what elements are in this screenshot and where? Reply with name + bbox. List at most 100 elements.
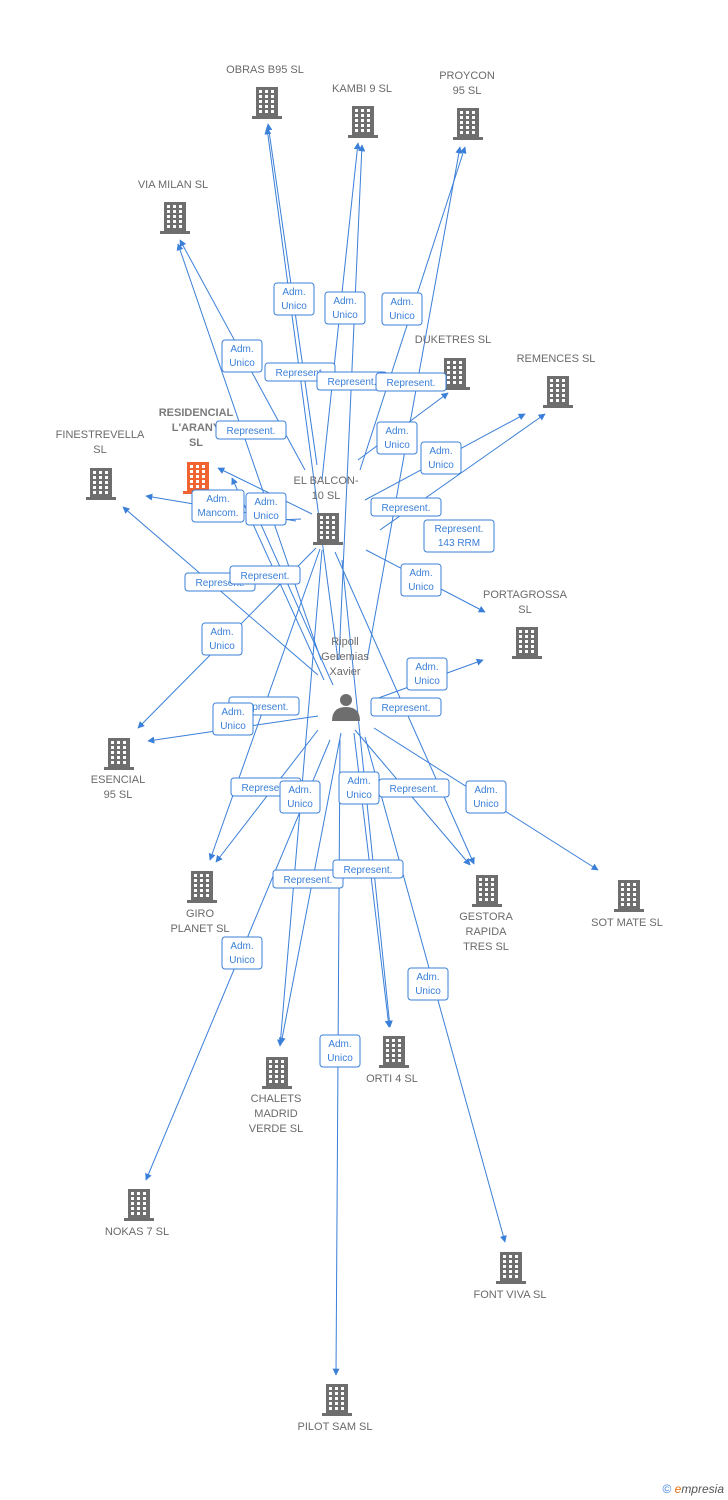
edge-label-l10[interactable]: Adm.Unico: [420, 441, 462, 475]
edge-label-l11[interactable]: Adm. Mancom.: [191, 489, 245, 523]
edge-label-text: Unico: [253, 511, 279, 522]
edge-label-l22[interactable]: Represent.: [370, 697, 442, 717]
node-label: KAMBI 9 SL: [332, 83, 392, 95]
edge-label-l31[interactable]: Adm.Unico: [407, 967, 449, 1001]
edge-label-l3[interactable]: Adm.Unico: [381, 292, 423, 326]
edge-label-l1[interactable]: Adm.Unico: [273, 282, 315, 316]
edge-label-l24[interactable]: Adm.Unico: [279, 780, 321, 814]
edge-label-text: Unico: [229, 955, 255, 966]
edge-label-l16[interactable]: Represent.: [229, 565, 301, 585]
edge-label-text: Represent.: [276, 368, 325, 379]
building-icon: [322, 1384, 352, 1416]
edge-label-l9[interactable]: Adm. Unico: [376, 421, 418, 455]
edge-label-l26[interactable]: Represent.: [378, 778, 450, 798]
edge-label-l25[interactable]: Adm. Unico: [338, 771, 380, 805]
node-label: RAPIDA: [466, 926, 508, 938]
building-icon: [379, 1036, 409, 1068]
node-elbalcon[interactable]: EL BALCON-10 SL: [293, 475, 359, 545]
edge-label-text: Unico: [473, 799, 499, 810]
node-label: FONT VIVA SL: [474, 1289, 547, 1301]
edge-label-text: Represent.: [227, 426, 276, 437]
edge-label-l4[interactable]: Adm. Unico: [221, 339, 263, 373]
node-label: MADRID: [254, 1108, 297, 1120]
edge-label-l17[interactable]: Adm.Unico: [400, 563, 442, 597]
edge-label-l32[interactable]: Adm.Unico: [319, 1034, 361, 1068]
edge-label-text: Unico: [229, 358, 255, 369]
edge-label-l14[interactable]: Represent.143 RRM: [423, 519, 495, 553]
relation-edge-13: [217, 467, 313, 515]
edge-label-text: Represent.: [241, 571, 290, 582]
node-remences[interactable]: REMENCES SL: [517, 353, 596, 408]
edge-label-text: Unico: [389, 311, 415, 322]
edge-label-text: Unico: [209, 641, 235, 652]
edge-label-l29[interactable]: Represent.: [332, 859, 404, 879]
edge-label-text: Unico: [346, 790, 372, 801]
node-label: PLANET SL: [170, 923, 229, 935]
edge-label-text: Adm.: [230, 941, 253, 952]
node-orti[interactable]: ORTI 4 SL: [366, 1036, 418, 1085]
edge-label-text: Unico: [415, 986, 441, 997]
node-nokas[interactable]: NOKAS 7 SL: [105, 1189, 169, 1238]
node-label: SL: [93, 444, 106, 456]
edge-label-l30[interactable]: Adm. Unico: [221, 936, 263, 970]
relation-edge-6: [338, 144, 366, 661]
edge-label-l8[interactable]: Represent.: [215, 420, 287, 440]
edge-label-text: Mancom.: [197, 508, 238, 519]
node-sotmate[interactable]: SOT MATE SL: [591, 880, 663, 929]
edge-label-text: Represent.: [390, 784, 439, 795]
edge-label-text: Unico: [327, 1053, 353, 1064]
building-icon: [313, 513, 343, 545]
edge-label-text: Unico: [414, 676, 440, 687]
building-icon: [104, 738, 134, 770]
edge-label-text: Unico: [287, 799, 313, 810]
node-label: PORTAGROSSA: [483, 589, 568, 601]
edge-label-l21[interactable]: Adm.Unico: [406, 657, 448, 691]
edge-label-l13[interactable]: Represent.: [370, 497, 442, 517]
edge-label-l18[interactable]: Adm.Unico: [201, 622, 243, 656]
edge-label-text: Unico: [220, 721, 246, 732]
node-pilot[interactable]: PILOT SAM SL: [298, 1384, 373, 1433]
building-icon: [262, 1057, 292, 1089]
copyright-icon: ©: [662, 1482, 672, 1496]
edge-label-text: Adm.: [230, 344, 253, 355]
person-icon: [332, 694, 360, 721]
empresia-logo[interactable]: empresia: [675, 1482, 724, 1496]
edge-label-text: Adm.: [347, 776, 370, 787]
edge-label-text: Adm.: [385, 426, 408, 437]
edge-label-l7[interactable]: Represent.: [375, 372, 447, 392]
node-obras[interactable]: OBRAS B95 SL: [226, 64, 304, 119]
brand-rest: mpresia: [681, 1482, 724, 1496]
edge-label-text: Represent.: [344, 865, 393, 876]
edge-label-text: Adm.: [206, 494, 229, 505]
node-duketres[interactable]: DUKETRES SL: [415, 334, 491, 390]
edge-label-l20[interactable]: Adm.Unico: [212, 702, 254, 736]
node-label: Geremias: [321, 651, 369, 663]
footer-brand: © empresia: [662, 1482, 724, 1496]
edge-label-l27[interactable]: Adm.Unico: [465, 780, 507, 814]
node-fontviva[interactable]: FONT VIVA SL: [474, 1252, 547, 1301]
building-icon: [453, 108, 483, 140]
node-label: 95 SL: [104, 789, 133, 801]
edge-label-text: Represent.: [284, 875, 333, 886]
node-kambi[interactable]: KAMBI 9 SL: [332, 83, 392, 138]
node-viamilan[interactable]: VIA MILAN SL: [138, 179, 208, 234]
edge-label-l28[interactable]: Represent.: [272, 869, 344, 889]
node-label: TRES SL: [463, 941, 509, 953]
node-label: ORTI 4 SL: [366, 1073, 418, 1085]
edge-label-l2[interactable]: Adm.Unico: [324, 291, 366, 325]
edge-label-text: Unico: [384, 440, 410, 451]
edge-label-text: Adm.: [282, 287, 305, 298]
brand-initial: e: [674, 1482, 682, 1496]
edge-label-text: Represent.: [382, 703, 431, 714]
edge-label-l12[interactable]: Adm.Unico: [245, 492, 287, 526]
